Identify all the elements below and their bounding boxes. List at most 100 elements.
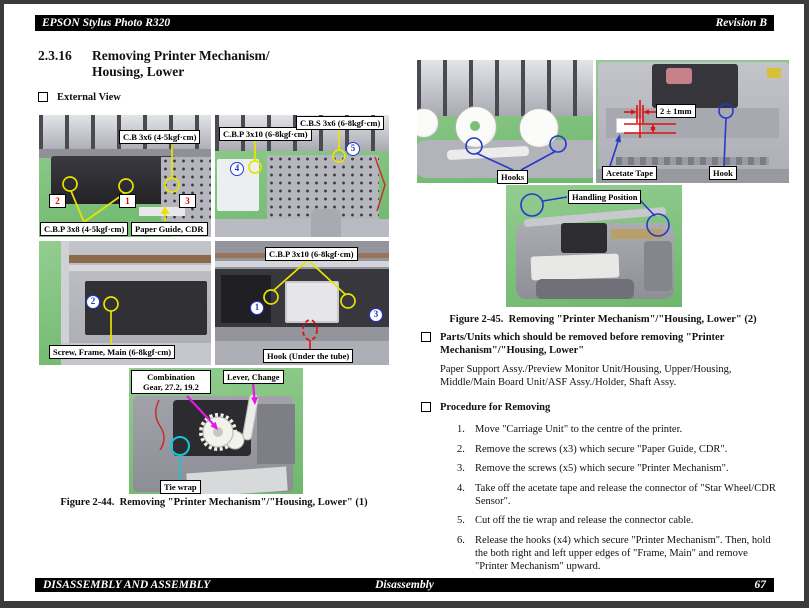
machine-part	[616, 157, 769, 165]
external-view-heading: External View	[38, 91, 121, 104]
hooks-overlay	[465, 135, 567, 171]
machine-part	[215, 219, 389, 237]
combination-gear-part	[199, 413, 245, 451]
machine-part	[257, 404, 295, 464]
callout-paper-guide-cdr: Paper Guide, CDR	[131, 222, 208, 237]
callout-tie-wrap: Tie wrap	[160, 480, 201, 495]
callout-cbp-3x10-carriage: C.B.P 3x10 (6-8kgf·cm)	[265, 247, 358, 262]
machine-part	[311, 209, 341, 237]
machine-part	[51, 156, 175, 204]
parts-units-list: Paper Support Assy./Preview Monitor Unit…	[440, 364, 732, 388]
callout-handling-position: Handling Position	[568, 190, 642, 205]
blue-markers	[609, 103, 734, 167]
circled-number-3: 3	[369, 308, 383, 322]
header-revision: Revision B	[715, 17, 767, 29]
machine-part	[69, 255, 211, 263]
machine-part	[666, 68, 692, 84]
step-text: Cut off the tie wrap and release the con…	[475, 515, 694, 526]
machine-part	[611, 229, 663, 239]
machine-part	[470, 121, 480, 131]
procedure-step: 6. Release the hooks (x4) which secure "…	[457, 534, 789, 573]
paper-guide-arrow	[160, 206, 170, 214]
machine-part	[519, 108, 559, 148]
gear-overlay	[155, 382, 259, 480]
photo-art	[215, 241, 389, 365]
procedure-steps: 1. Move "Carriage Unit" to the centre of…	[457, 423, 789, 573]
section-number: 2.3.16	[38, 48, 72, 63]
photo-art	[506, 185, 682, 307]
callout-lever-change: Lever, Change	[223, 370, 284, 385]
photo-paper-guide-screws: C.B 3x6 (4-5kgf·cm) C.B.P 3x8 (4-5kgf·cm…	[39, 115, 211, 237]
step-text: Move "Carriage Unit" to the centre of th…	[475, 424, 683, 435]
callout-screw-frame-main: Screw, Frame, Main (6-8kgf·cm)	[49, 345, 176, 360]
hook-circles	[465, 135, 567, 171]
screw-markers-overlay	[62, 144, 180, 223]
step-marker-1: 1	[119, 194, 136, 208]
machine-part	[221, 275, 271, 323]
photo-printer-mechanism-screws-top: C.B.P 3x10 (6-8kgf·cm) C.B.S 3x6 (6-8kgf…	[215, 115, 389, 237]
dimension-arrowheads	[631, 109, 656, 133]
callout-cbp-3x10: C.B.P 3x10 (6-8kgf·cm)	[219, 127, 312, 142]
machine-part	[61, 241, 69, 365]
step-marker-2: 2	[49, 194, 66, 208]
right-text-column: Parts/Units which should be removed befo…	[421, 331, 789, 579]
step-text: Remove the screws (x5) which secure "Pri…	[475, 463, 729, 474]
machine-part	[417, 60, 593, 116]
figure-2-44-caption: Figure 2-44. Removing "Printer Mechanism…	[60, 497, 368, 508]
header-title: EPSON Stylus Photo R320	[42, 17, 171, 29]
photo-carriage-screws: C.B.P 3x10 (6-8kgf·cm) 1 3 Hook (Under t…	[215, 241, 389, 365]
machine-part	[767, 68, 781, 78]
step-number: 1.	[457, 424, 465, 435]
section-title-text: Removing Printer Mechanism/Housing, Lowe…	[92, 48, 270, 79]
screw-markers-overlay	[103, 296, 119, 345]
procedure-step: 4. Take off the acetate tape and release…	[457, 482, 789, 508]
step-marker-3: 3	[179, 194, 196, 208]
callout-hook-under-tube: Hook (Under the tube)	[263, 349, 354, 364]
figure-2-45-caption: Figure 2-45. Removing "Printer Mechanism…	[449, 314, 757, 325]
step-number: 5.	[457, 515, 465, 526]
photo-art	[417, 60, 593, 183]
screw-markers-overlay	[263, 259, 356, 349]
screw-circles	[62, 144, 180, 223]
step-number: 2.	[457, 443, 465, 455]
procedure-step: 3. Remove the screws (x5) which secure "…	[457, 462, 789, 475]
photo-hooks: Hooks	[417, 60, 593, 185]
callout-cb-3x6: C.B 3x6 (4-5kgf·cm)	[119, 130, 201, 145]
footer-bar: DISASSEMBLY AND ASSEMBLY Disassembly 67	[35, 578, 774, 592]
machine-part	[69, 265, 211, 271]
checkbox-icon	[421, 332, 431, 342]
step-text: Remove the screws (x3) which secure "Pap…	[475, 443, 728, 455]
circled-number-1: 1	[250, 301, 264, 315]
step-number: 4.	[457, 482, 465, 494]
checkbox-icon	[38, 92, 48, 102]
screw-markers-overlay	[248, 129, 386, 212]
callout-hook: Hook	[709, 166, 737, 181]
circled-number-5: 5	[346, 142, 360, 156]
procedure-step: 5. Cut off the tie wrap and release the …	[457, 514, 789, 527]
header-bar: EPSON Stylus Photo R320 Revision B	[35, 15, 774, 31]
document-page: EPSON Stylus Photo R320 Revision B 2.3.1…	[4, 4, 804, 601]
step-text: Release the hooks (x4) which secure "Pri…	[475, 534, 771, 572]
screw-circles	[248, 129, 346, 174]
page-number: 67	[754, 579, 767, 591]
step-number: 6.	[457, 534, 465, 546]
machine-part	[561, 223, 607, 253]
checkbox-icon	[421, 402, 431, 412]
footer-section: Disassembly	[375, 579, 434, 591]
photo-handling-position: Handling Position	[506, 185, 682, 307]
circled-number-4: 4	[230, 162, 244, 176]
machine-part	[285, 281, 339, 323]
step-number: 3.	[457, 463, 465, 474]
callout-acetate-tape: Acetate Tape	[602, 166, 657, 181]
photo-screw-frame-main: 2 Screw, Frame, Main (6-8kgf·cm)	[39, 241, 211, 365]
procedure-heading: Procedure for Removing	[421, 401, 789, 414]
tie-wrap-marker	[170, 436, 190, 480]
tape-overlay	[609, 100, 734, 167]
callout-cbp-3x8: C.B.P 3x8 (4-5kgf·cm)	[40, 222, 129, 237]
callout-cbs-3x6: C.B.S 3x6 (6-8kgf·cm)	[296, 116, 385, 131]
parts-units-heading: Parts/Units which should be removed befo…	[421, 331, 789, 357]
photo-acetate-tape: 2 ± 1mm Acetate Tape Hook	[596, 60, 789, 183]
